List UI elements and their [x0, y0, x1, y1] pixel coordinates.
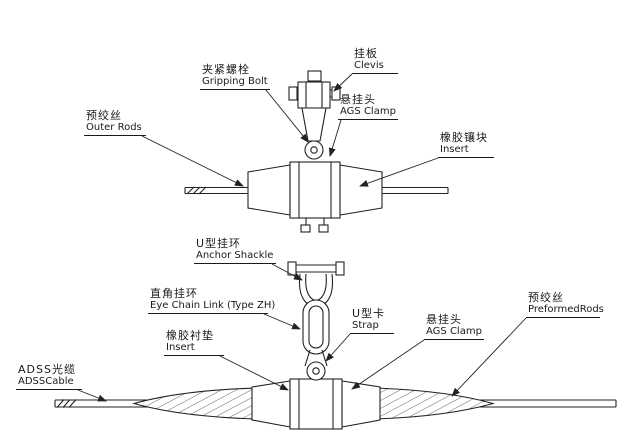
top-lower-bolts	[300, 218, 329, 233]
label-ags-clamp-top-zh: 悬挂头	[340, 93, 376, 106]
label-anchor-shackle-zh: U型挂环	[196, 237, 242, 250]
leader-insert-bottom	[219, 355, 289, 391]
label-ags-clamp-top-en: AGS Clamp	[340, 106, 396, 117]
bottom-assembly	[54, 261, 617, 430]
label-preformed-rods-en: PreformedRods	[528, 304, 604, 315]
label-strap-en: Strap	[352, 320, 379, 331]
label-gripping-bolt-zh: 夹紧螺栓	[202, 63, 250, 76]
leader-eye-chain-link	[263, 313, 301, 330]
label-insert-bottom-zh: 橡胶衬垫	[166, 329, 214, 342]
strap-and-bolt	[304, 349, 328, 381]
pin-nut-left	[288, 86, 298, 101]
leader-gripping-bolt	[265, 89, 309, 143]
label-preformed-rods-zh: 预绞丝	[528, 291, 564, 304]
leader-strap	[325, 333, 351, 362]
label-strap-zh: U型卡	[352, 307, 386, 320]
top-bolt-head	[307, 70, 322, 82]
label-anchor-shackle: U型挂环 Anchor Shackle	[194, 237, 276, 264]
eye-chain-link	[302, 299, 330, 355]
label-outer-rods-zh: 预绞丝	[86, 109, 122, 122]
top-clamp-body	[247, 161, 383, 219]
leader-ags-clamp-top	[328, 119, 342, 157]
label-preformed-rods: 预绞丝 PreformedRods	[526, 291, 604, 318]
label-gripping-bolt: 夹紧螺栓 Gripping Bolt	[200, 63, 270, 90]
top-clevis-fitting	[288, 70, 341, 160]
label-eye-chain-link-zh: 直角挂环	[150, 287, 198, 300]
label-outer-rods: 预绞丝 Outer Rods	[84, 109, 146, 136]
label-gripping-bolt-en: Gripping Bolt	[202, 76, 268, 87]
leader-outer-rods	[141, 135, 244, 187]
label-ags-clamp-top: 悬挂头 AGS Clamp	[338, 93, 398, 120]
leader-lines	[77, 73, 527, 402]
taper-plate	[301, 107, 327, 142]
label-anchor-shackle-en: Anchor Shackle	[196, 250, 274, 261]
leader-ags-clamp-bottom	[351, 339, 425, 390]
label-strap: U型卡 Strap	[350, 307, 394, 334]
label-ags-clamp-bottom-zh: 悬挂头	[426, 313, 462, 326]
label-outer-rods-en: Outer Rods	[86, 122, 142, 133]
label-ags-clamp-bottom: 悬挂头 AGS Clamp	[424, 313, 484, 340]
leader-clevis	[333, 73, 353, 92]
bottom-clamp-body	[251, 378, 381, 430]
label-adss-cable: ADSS光缆 ADSSCable	[16, 363, 82, 390]
label-insert-top-en: Insert	[440, 144, 469, 155]
leader-preformed-rods	[451, 317, 527, 397]
label-adss-cable-zh: ADSS光缆	[18, 363, 76, 376]
label-insert-top: 橡胶镶块 Insert	[438, 131, 494, 158]
leader-adss-cable	[77, 389, 107, 402]
label-insert-bottom-en: Insert	[166, 342, 195, 353]
label-insert-top-zh: 橡胶镶块	[440, 131, 488, 144]
label-ags-clamp-bottom-en: AGS Clamp	[426, 326, 482, 337]
label-eye-chain-link: 直角挂环 Eye Chain Link (Type ZH)	[148, 287, 276, 314]
label-eye-chain-link-en: Eye Chain Link (Type ZH)	[150, 300, 276, 311]
leader-insert-top	[359, 157, 439, 187]
label-clevis-en: Clevis	[354, 60, 384, 71]
label-clevis-zh: 挂板	[354, 47, 378, 60]
label-adss-cable-en: ADSSCable	[18, 376, 74, 387]
top-assembly	[184, 70, 449, 233]
label-clevis: 挂板 Clevis	[352, 47, 398, 74]
label-insert-bottom: 橡胶衬垫 Insert	[164, 329, 224, 356]
clevis-plate	[297, 81, 331, 109]
leader-anchor-shackle	[271, 263, 303, 281]
